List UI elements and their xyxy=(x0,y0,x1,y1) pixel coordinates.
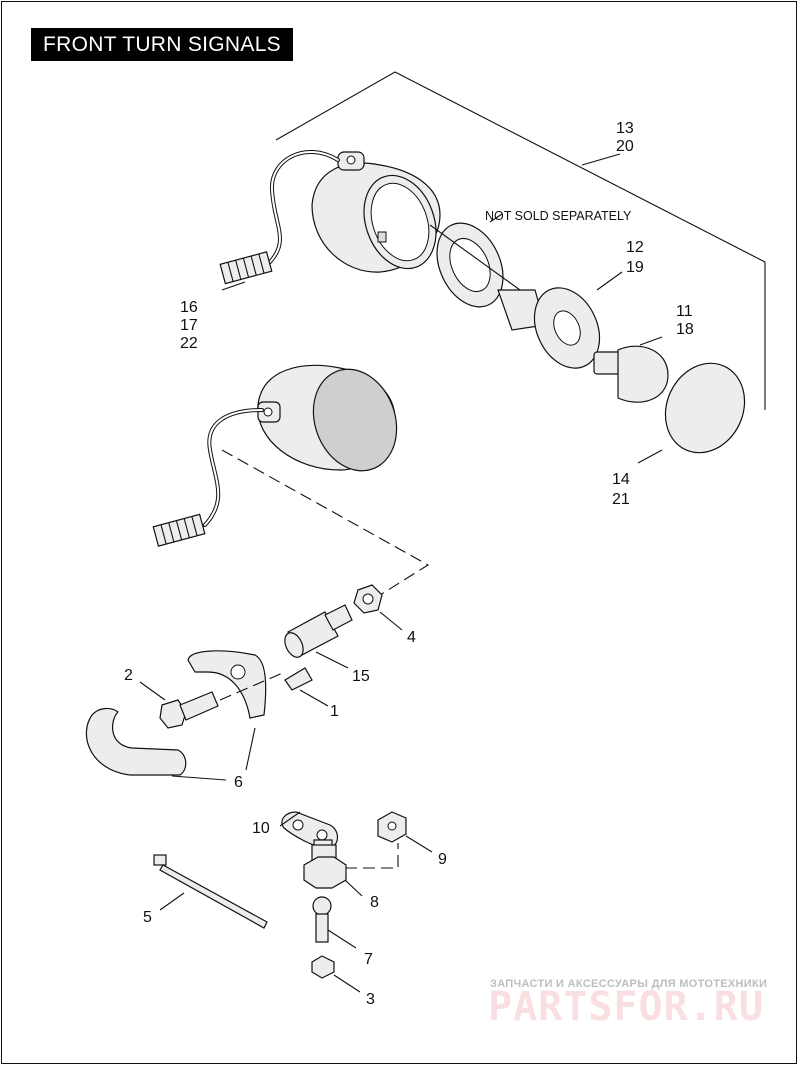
callout-13: 13 xyxy=(616,120,634,137)
callout-7: 7 xyxy=(364,951,373,968)
callout-12: 12 xyxy=(626,239,644,256)
callout-3: 3 xyxy=(366,991,375,1008)
page-title: FRONT TURN SIGNALS xyxy=(31,28,293,61)
bulb xyxy=(593,336,669,403)
callout-21: 21 xyxy=(612,491,630,508)
callout-6: 6 xyxy=(234,774,243,791)
hex-nut xyxy=(377,811,433,853)
watermark-brand: PARTSFOR.RU xyxy=(488,984,764,1030)
callouts: 13 20 NOT SOLD SEPARATELY 12 19 11 18 14… xyxy=(124,120,694,1008)
cable-tie xyxy=(153,854,268,929)
assembly-path xyxy=(221,449,430,596)
bolt xyxy=(139,681,219,729)
callout-9: 9 xyxy=(438,851,447,868)
callout-10: 10 xyxy=(252,820,270,837)
callout-5: 5 xyxy=(143,909,152,926)
fitting xyxy=(303,844,363,897)
lower-harness xyxy=(152,408,264,547)
callout-17: 17 xyxy=(180,317,198,334)
upper-housing xyxy=(311,151,441,273)
callout-11: 11 xyxy=(676,303,693,320)
callout-18: 18 xyxy=(676,321,694,338)
watermark: ЗАПЧАСТИ И АКСЕССУАРЫ ДЛЯ МОТОТЕХНИКИ PA… xyxy=(488,978,767,1030)
callout-15: 15 xyxy=(352,668,370,685)
callout-20: 20 xyxy=(616,138,634,155)
bulb-socket xyxy=(497,271,623,369)
callout-22: 22 xyxy=(180,335,198,352)
callout-16: 16 xyxy=(180,299,198,316)
not-sold-separately-note: NOT SOLD SEPARATELY xyxy=(485,209,632,223)
bolt-axis xyxy=(219,671,286,701)
callout-19: 19 xyxy=(626,259,644,276)
set-screw xyxy=(284,667,329,707)
lower-housing xyxy=(257,364,398,472)
callout-8: 8 xyxy=(370,894,379,911)
clamp xyxy=(85,650,267,781)
watermark-tagline: ЗАПЧАСТИ И АКСЕССУАРЫ ДЛЯ МОТОТЕХНИКИ xyxy=(490,978,767,990)
assembly-bracket xyxy=(275,71,766,410)
lock-nut xyxy=(311,955,361,993)
callout-2: 2 xyxy=(124,667,133,684)
stud xyxy=(284,604,353,669)
nut xyxy=(353,584,403,631)
callout-14: 14 xyxy=(612,471,630,488)
callout-1: 1 xyxy=(330,703,339,720)
upper-harness xyxy=(219,149,340,291)
ball-stud xyxy=(312,896,357,949)
lens xyxy=(637,362,746,464)
gasket xyxy=(429,213,521,308)
callout-4: 4 xyxy=(407,629,416,646)
